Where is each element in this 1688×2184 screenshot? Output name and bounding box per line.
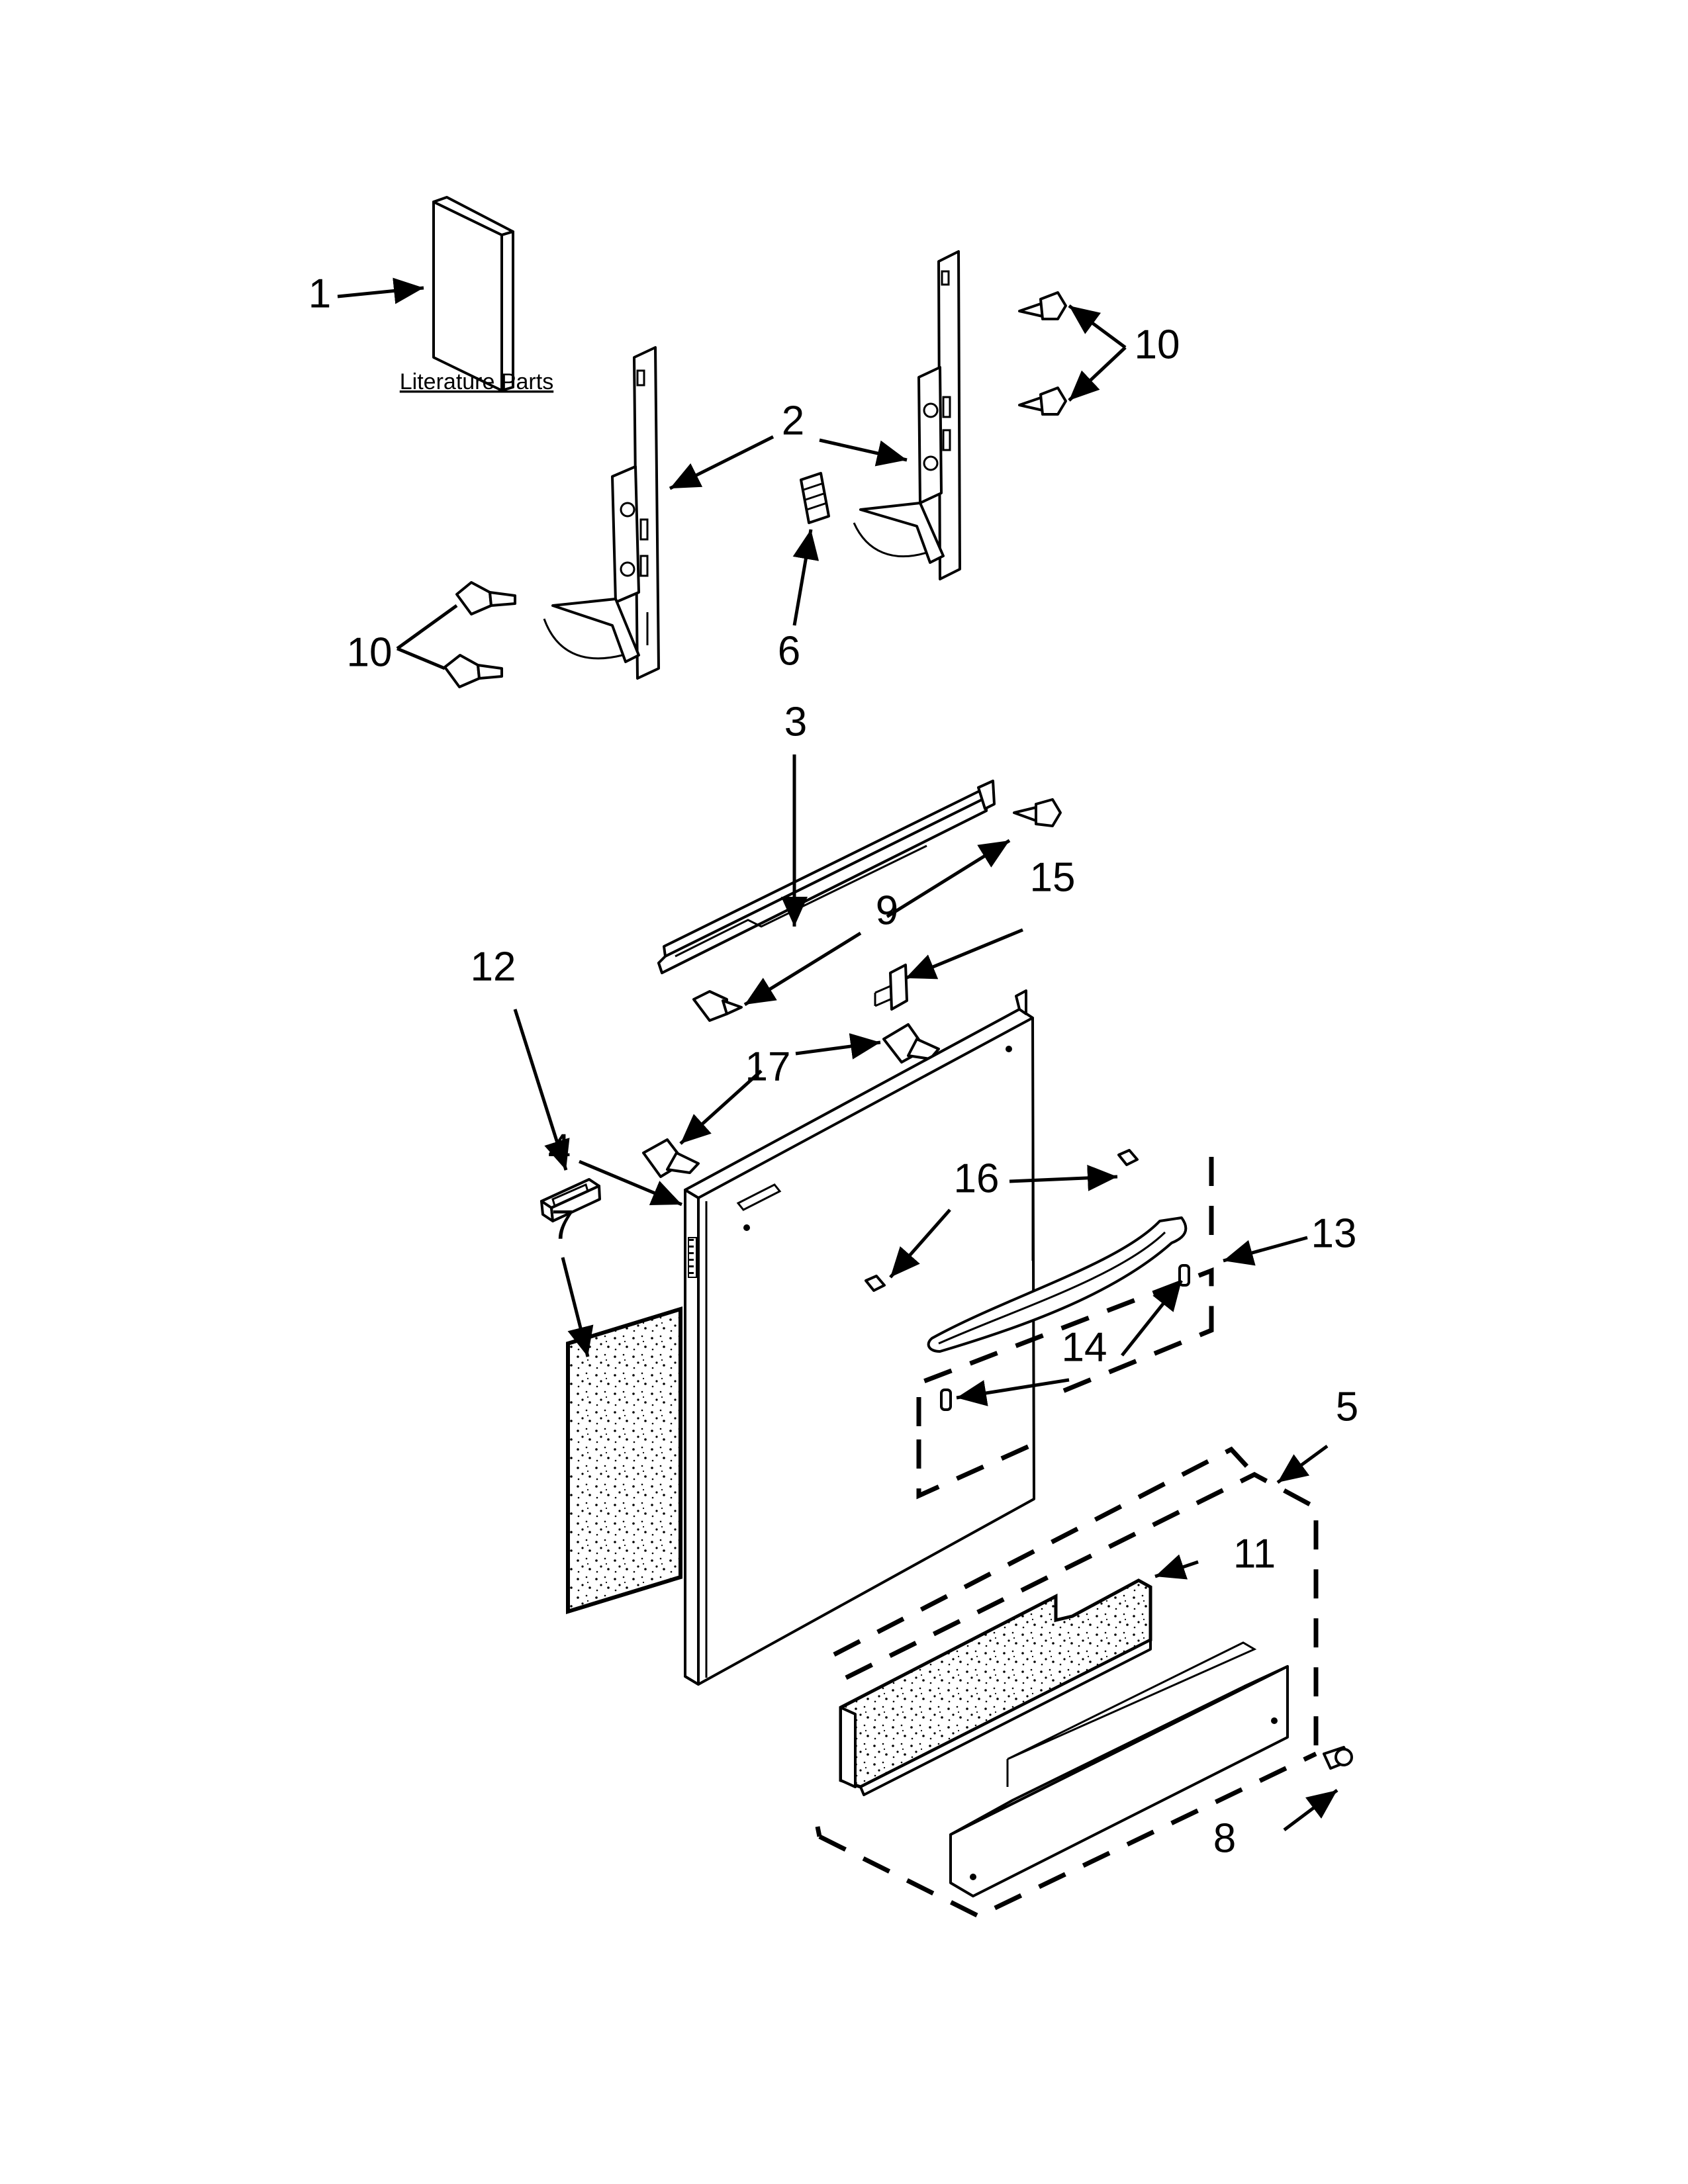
left-hinge-bracket (543, 346, 660, 680)
right-hinge-bracket (853, 250, 961, 580)
screw-left-lower (444, 654, 503, 688)
toe-panel-box (815, 1446, 1319, 1919)
handle-insert-right (1178, 1264, 1190, 1287)
rail-screw-left (692, 990, 743, 1022)
callout-10-left: 10 (347, 629, 393, 675)
callout-labels: 1 2 3 4 5 6 7 8 9 10 10 11 12 13 14 15 1… (308, 271, 1358, 1861)
top-rail (657, 780, 996, 974)
leader-lines (337, 277, 1338, 1831)
callout-1: 1 (308, 271, 331, 316)
plug-upper (882, 1023, 940, 1064)
literature-booklet (432, 196, 514, 392)
callout-11: 11 (1233, 1531, 1276, 1576)
door-handle (927, 1216, 1188, 1353)
callout-9: 9 (876, 887, 898, 933)
callout-5: 5 (1336, 1384, 1358, 1430)
handle-bracket-box (916, 1157, 1214, 1500)
small-bracket (874, 964, 908, 1011)
screw-right-lower (1018, 387, 1067, 416)
callout-6: 6 (778, 628, 800, 674)
handle-stud-upper (1117, 1149, 1139, 1166)
clip-part (800, 472, 830, 524)
rail-screw-right (1013, 798, 1062, 827)
handle-stud-lower (865, 1275, 886, 1292)
plug-lower (642, 1138, 700, 1178)
cover-cap (540, 1178, 601, 1222)
insulation-pad (566, 1306, 682, 1615)
literature-parts-caption: Literature Parts (400, 369, 553, 394)
callout-8: 8 (1213, 1815, 1236, 1861)
screw-left-upper (455, 581, 516, 615)
screw-right-upper (1018, 291, 1067, 320)
callout-2: 2 (782, 398, 804, 443)
callout-17: 17 (745, 1044, 791, 1089)
callout-12: 12 (471, 944, 516, 989)
toe-panel-insulation (839, 1578, 1152, 1796)
door-panel (684, 989, 1035, 1686)
callout-4: 4 (548, 1126, 571, 1171)
callout-7: 7 (551, 1202, 574, 1248)
callout-14: 14 (1062, 1324, 1107, 1370)
callout-10-right: 10 (1135, 322, 1180, 367)
callout-16: 16 (954, 1156, 1000, 1201)
callout-13: 13 (1311, 1210, 1357, 1256)
toe-kick-plate (949, 1641, 1289, 1897)
callout-15: 15 (1030, 854, 1076, 900)
callout-3: 3 (784, 699, 807, 745)
toe-panel-screw (1323, 1746, 1353, 1770)
handle-insert-left (940, 1388, 952, 1411)
